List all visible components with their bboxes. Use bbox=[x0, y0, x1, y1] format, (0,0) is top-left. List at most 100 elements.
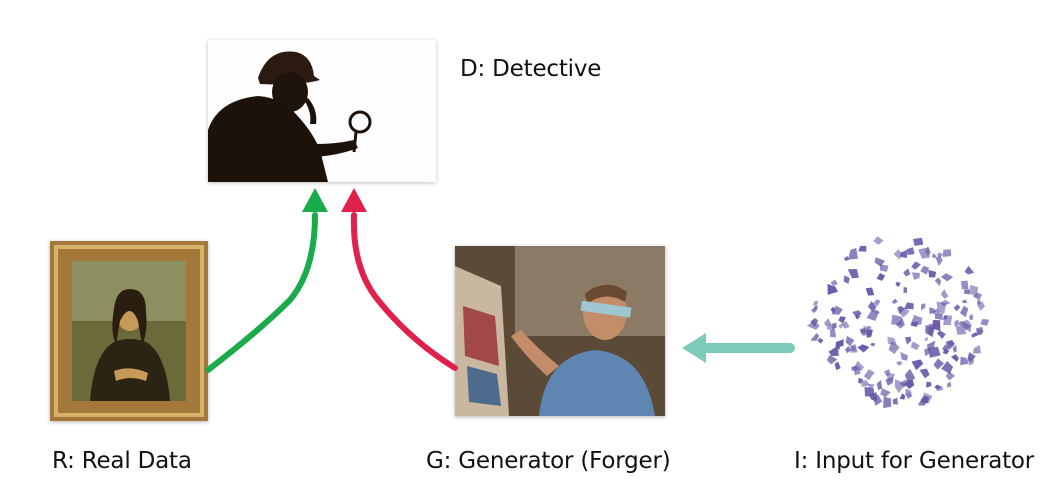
detective-label: D: Detective bbox=[460, 56, 602, 82]
noise-particle bbox=[960, 356, 969, 366]
noise-particle bbox=[904, 368, 916, 383]
noise-particle bbox=[977, 299, 982, 305]
noise-particle bbox=[960, 305, 969, 318]
noise-particle bbox=[858, 377, 864, 384]
noise-particle bbox=[928, 269, 937, 278]
generator-image bbox=[455, 246, 665, 416]
noise-particle bbox=[964, 289, 971, 295]
noise-particle bbox=[887, 336, 897, 345]
detective-silhouette bbox=[208, 51, 372, 182]
noise-particle bbox=[866, 329, 873, 338]
noise-particle bbox=[895, 281, 901, 288]
real-data-image bbox=[50, 241, 208, 421]
noise-particle bbox=[932, 253, 937, 259]
noise-particle bbox=[933, 358, 944, 370]
noise-particle bbox=[858, 245, 867, 252]
noise-particle bbox=[945, 339, 955, 350]
noise-particle bbox=[955, 325, 967, 335]
noise-particle bbox=[876, 273, 886, 281]
noise-particle bbox=[911, 272, 920, 280]
noise-particle bbox=[945, 371, 955, 381]
noise-particle bbox=[899, 393, 906, 400]
noise-particle bbox=[873, 394, 883, 406]
noise-particle bbox=[813, 300, 819, 306]
noise-particle bbox=[910, 314, 923, 325]
noise-particle bbox=[961, 280, 969, 290]
noise-particle bbox=[918, 247, 930, 259]
noise-particle bbox=[845, 346, 851, 354]
noise-particle bbox=[935, 255, 943, 266]
noise-particle bbox=[971, 332, 979, 338]
noise-particle bbox=[947, 381, 952, 388]
noise-particle bbox=[835, 339, 844, 349]
noise-particle bbox=[934, 312, 943, 320]
real-arrow-head bbox=[302, 188, 328, 212]
noise-particle bbox=[891, 314, 903, 326]
noise-particle bbox=[830, 279, 838, 287]
noise-particle bbox=[865, 287, 875, 296]
noise-particle bbox=[898, 306, 910, 318]
noise-particle bbox=[911, 261, 921, 270]
generator-label: G: Generator (Forger) bbox=[426, 448, 671, 474]
noise-particle bbox=[919, 368, 930, 379]
noise-particle bbox=[910, 341, 920, 351]
noise-particle bbox=[942, 249, 952, 257]
noise-particle bbox=[906, 247, 915, 255]
noise-particle bbox=[886, 373, 895, 382]
noise-particle bbox=[868, 383, 875, 390]
noise-particle bbox=[891, 298, 898, 304]
noise-particle bbox=[843, 256, 849, 262]
noise-particle bbox=[940, 289, 949, 300]
noise-particle bbox=[873, 236, 884, 245]
noise-particle bbox=[832, 322, 837, 330]
noise-particle bbox=[940, 273, 954, 282]
noise-particle bbox=[925, 325, 935, 338]
noise-particle bbox=[920, 303, 926, 311]
noise-particle bbox=[870, 342, 876, 347]
noise-particle bbox=[826, 323, 834, 331]
noise-particle bbox=[929, 307, 936, 315]
noise-particle bbox=[880, 388, 891, 398]
noise-particle bbox=[932, 320, 941, 332]
noise-particle bbox=[980, 319, 990, 326]
noise-particle bbox=[934, 384, 941, 390]
generator-to-detective-arrow bbox=[350, 212, 458, 371]
noise-particle bbox=[863, 369, 875, 381]
noise-particle bbox=[903, 286, 908, 293]
noise-particle bbox=[847, 247, 858, 260]
real-to-detective-arrow bbox=[205, 212, 318, 373]
fake-arrow-head bbox=[341, 188, 367, 212]
noise-particles bbox=[806, 236, 990, 409]
noise-particle bbox=[900, 351, 908, 361]
input-label: I: Input for Generator bbox=[794, 448, 1035, 474]
noise-particle bbox=[894, 379, 906, 393]
noise-particle bbox=[973, 292, 983, 301]
noise-particle bbox=[833, 347, 840, 353]
noise-particle bbox=[941, 361, 953, 375]
noise-particle bbox=[943, 315, 953, 325]
noise-particle bbox=[866, 325, 872, 330]
noise-particle bbox=[905, 336, 911, 345]
noise-particle bbox=[896, 360, 903, 366]
noise-particle bbox=[973, 345, 981, 354]
noise-particle bbox=[903, 379, 913, 387]
noise-particle bbox=[968, 313, 974, 321]
noise-particle bbox=[892, 397, 899, 405]
noise-particle bbox=[826, 355, 838, 365]
noise-particle bbox=[953, 304, 961, 312]
noise-particle bbox=[810, 333, 820, 341]
noise-particle bbox=[900, 250, 907, 259]
forger-painting-scene bbox=[455, 246, 665, 416]
noise-particle bbox=[873, 309, 880, 315]
noise-particle bbox=[811, 306, 817, 314]
noise-particle bbox=[967, 352, 976, 361]
noise-particle bbox=[904, 302, 914, 310]
mona-lisa-painting bbox=[50, 241, 208, 421]
noise-particle bbox=[964, 265, 975, 275]
noise-particle bbox=[845, 335, 855, 347]
noise-particle bbox=[893, 249, 904, 260]
noise-particle bbox=[905, 392, 912, 400]
noise-particle bbox=[810, 317, 819, 327]
noise-particle bbox=[883, 369, 891, 377]
noise-particle bbox=[876, 380, 883, 391]
